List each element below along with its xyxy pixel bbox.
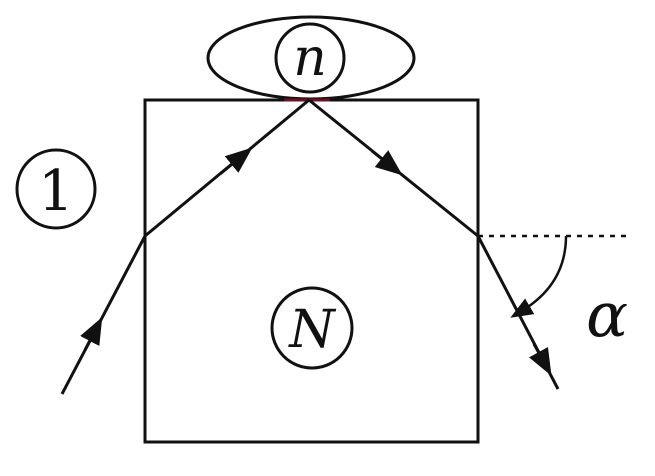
outer-medium-circle [15, 148, 97, 230]
internal-ray-up-arrow [219, 147, 253, 176]
drop-circle [274, 22, 346, 94]
emergent-ray-arrow [529, 343, 552, 376]
prism-label: N [287, 300, 336, 360]
drop-label: n [293, 28, 327, 88]
exit-angle-label: α [586, 278, 628, 351]
angle-arc [510, 235, 568, 318]
internal-ray-down-arrow [371, 149, 403, 176]
incident-ray [60, 235, 147, 395]
outer-medium-label: 1 [38, 159, 74, 224]
prism-circle [270, 286, 354, 370]
emergent-ray [476, 235, 560, 390]
internal-ray-down [308, 98, 479, 238]
incident-ray-arrow [80, 317, 103, 351]
prism-square [143, 98, 480, 444]
